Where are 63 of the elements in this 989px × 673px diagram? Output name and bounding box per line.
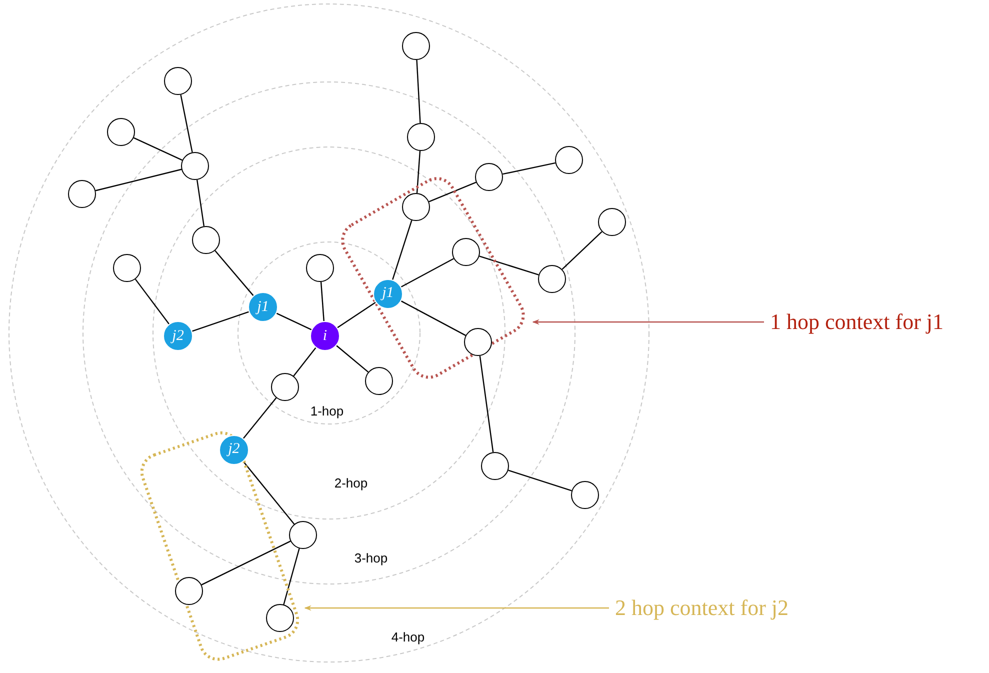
graph-node xyxy=(402,192,430,221)
edge-line xyxy=(133,137,183,161)
graph-node xyxy=(113,254,141,282)
edge-line xyxy=(201,540,291,586)
edge-line xyxy=(479,256,539,276)
graph-node xyxy=(365,367,393,395)
hop-label: 1-hop xyxy=(310,402,344,420)
graph-node xyxy=(164,67,192,95)
edge-line xyxy=(562,231,602,270)
edge-line xyxy=(337,302,376,328)
hop-label: 2-hop xyxy=(334,474,368,492)
edge-line xyxy=(416,60,421,124)
edge-line xyxy=(180,94,193,152)
edge-line xyxy=(283,548,300,605)
graph-node xyxy=(481,452,509,480)
hop-label: 3-hop xyxy=(354,549,388,568)
edge-line xyxy=(392,220,412,280)
graph-node xyxy=(174,576,203,605)
edge-line xyxy=(400,300,466,336)
edge-line xyxy=(320,282,324,322)
graph-node xyxy=(402,32,430,60)
labeled-node: j2 xyxy=(163,321,193,351)
edge-line xyxy=(336,345,369,372)
context-caption: 2 hop context for j2 xyxy=(615,597,789,619)
graph-node xyxy=(271,373,299,401)
edge-line xyxy=(479,356,494,452)
edge-line xyxy=(95,168,182,192)
graph-node xyxy=(192,226,220,254)
labeled-node: j1 xyxy=(372,278,403,309)
edge-line xyxy=(192,311,249,332)
context-caption: 1 hop context for j1 xyxy=(770,311,944,333)
graph-node xyxy=(555,146,583,174)
graph-node xyxy=(181,152,209,180)
arrow xyxy=(532,319,764,325)
graph-node xyxy=(452,238,480,266)
edge-line xyxy=(242,398,277,439)
graph-node xyxy=(306,254,334,282)
labeled-node: j1 xyxy=(248,292,278,322)
edge-line xyxy=(134,278,170,324)
labeled-node: j2 xyxy=(218,434,249,465)
edge-line xyxy=(508,470,572,492)
edge-line xyxy=(293,347,316,376)
graph-node xyxy=(266,604,294,632)
edge-line xyxy=(242,461,295,524)
graph-node xyxy=(475,163,503,191)
graph-node xyxy=(571,481,599,509)
edge-line xyxy=(400,258,454,288)
graph-node xyxy=(598,208,626,236)
edge-line xyxy=(214,250,254,296)
edge-line xyxy=(428,182,476,202)
graph-node xyxy=(407,123,435,151)
arrow xyxy=(304,605,609,611)
edge-line xyxy=(502,162,556,175)
edge-line xyxy=(416,150,421,194)
labeled-node: i xyxy=(310,321,340,351)
graph-node xyxy=(464,328,492,356)
graph-node xyxy=(538,265,566,293)
edge-line xyxy=(276,312,312,330)
graph-node xyxy=(107,118,135,146)
graph-node xyxy=(68,180,96,208)
edge-line xyxy=(196,180,205,226)
hop-label: 4-hop xyxy=(391,628,425,646)
graph-node xyxy=(289,521,317,549)
